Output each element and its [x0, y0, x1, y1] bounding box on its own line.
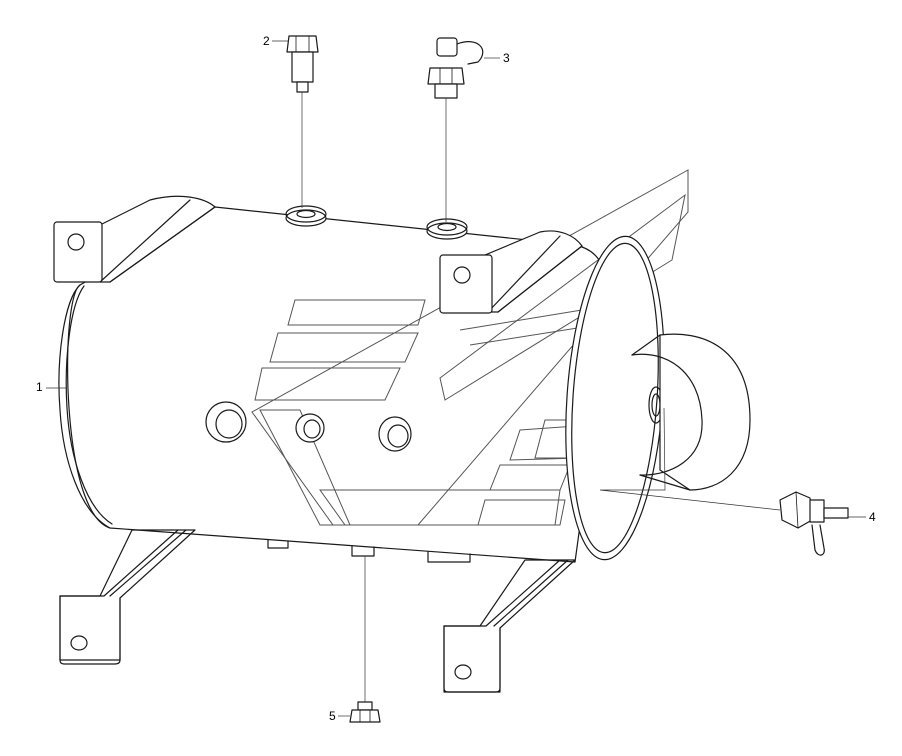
air-tank-icon	[53, 195, 665, 563]
lower-right-bracket	[443, 559, 576, 693]
callout-part-4: 4	[869, 510, 876, 524]
connector-fitting-icon	[286, 35, 319, 93]
callout-part-2: 2	[263, 34, 270, 48]
side-valve-icon	[779, 491, 849, 556]
callout-part-3: 3	[503, 51, 510, 65]
callout-part-1: 1	[36, 380, 43, 394]
right-end-strap	[631, 333, 751, 491]
leader-part-4-path	[599, 407, 781, 511]
drain-plug-icon	[349, 701, 381, 723]
drain-valve-icon	[427, 37, 484, 99]
lower-left-bracket	[59, 529, 196, 665]
callout-part-5: 5	[329, 709, 336, 723]
